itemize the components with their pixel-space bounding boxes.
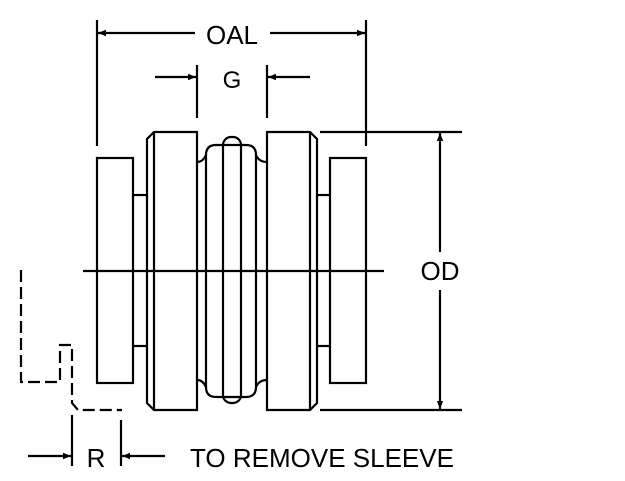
od-label: OD [421,256,460,286]
left-hub [95,156,135,385]
sleeve-removal-outline [19,270,122,412]
remove-note: TO REMOVE SLEEVE [190,443,454,473]
sleeve-rib [221,135,243,405]
oal-label: OAL [206,20,258,50]
right-hub [328,156,368,385]
sleeve [196,143,268,399]
r-label: R [87,443,106,473]
g-label: G [223,67,242,94]
